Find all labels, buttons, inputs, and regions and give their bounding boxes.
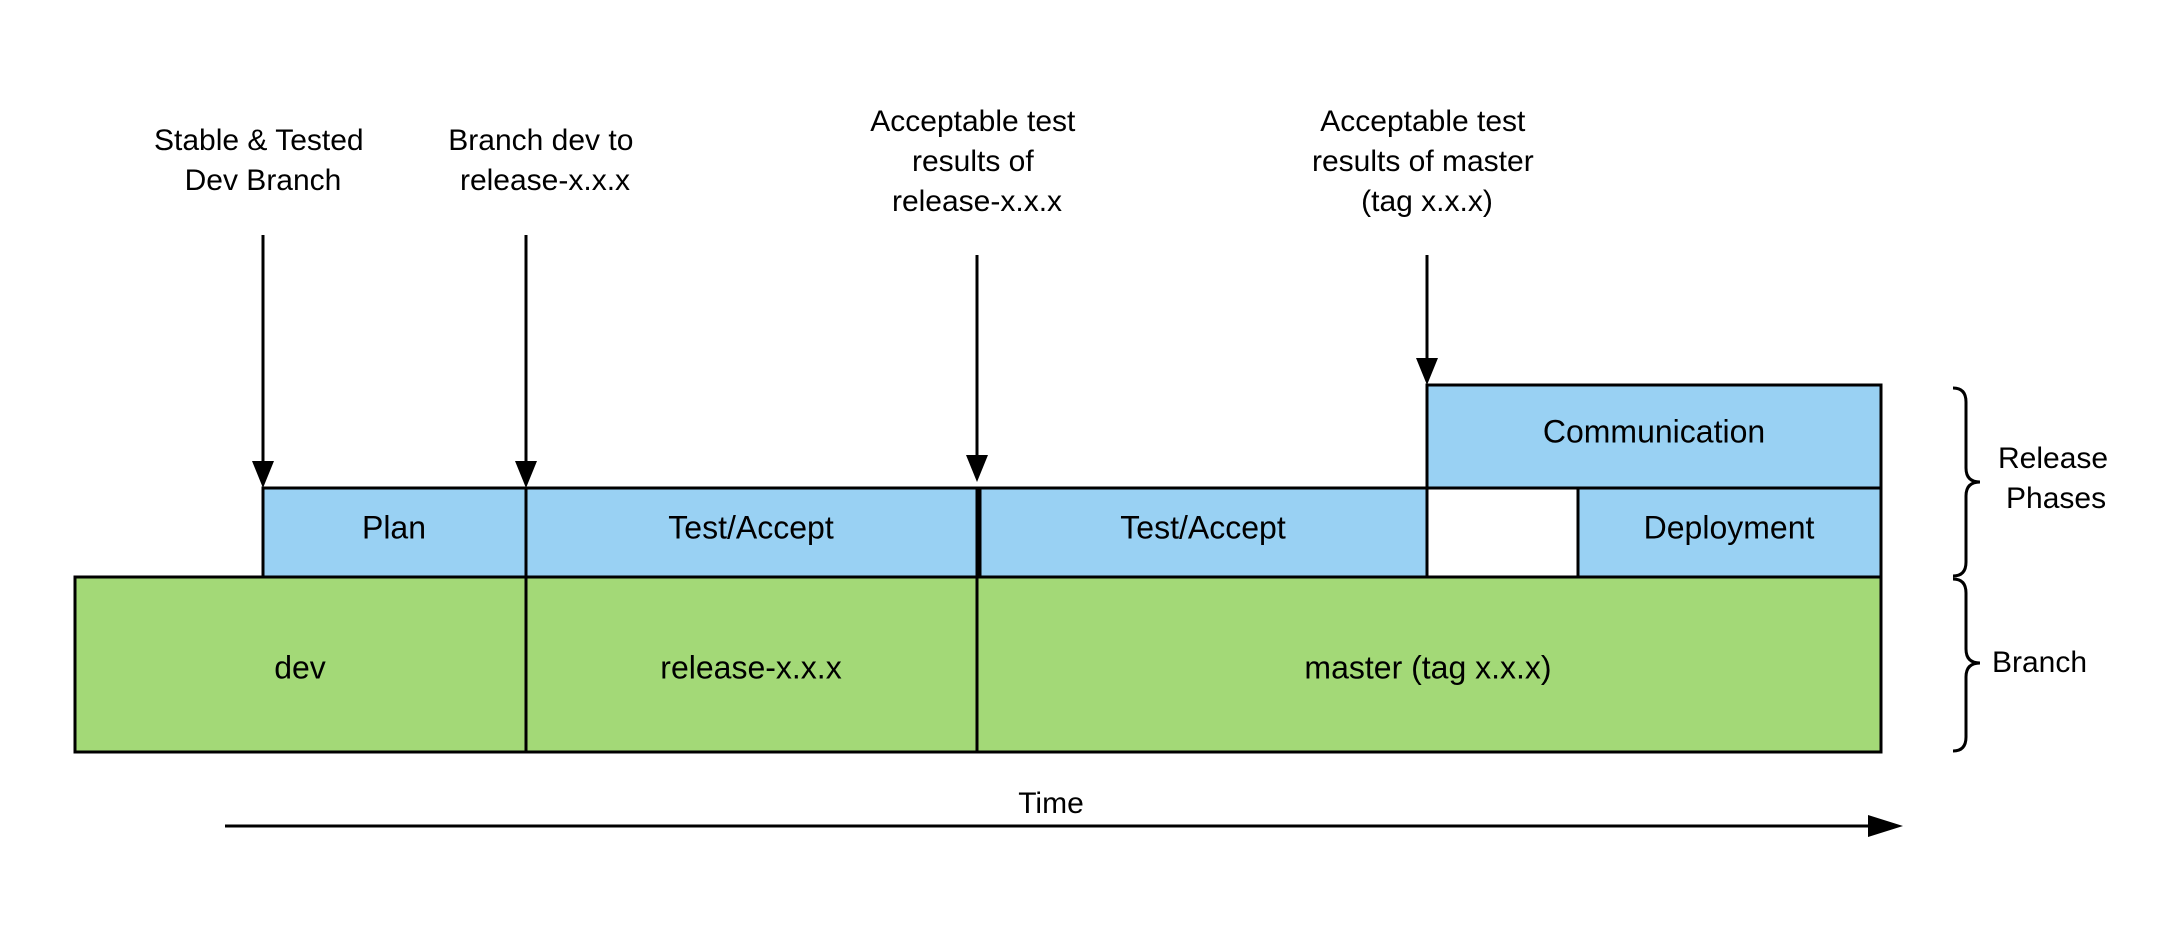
phase-test-accept-master-box [978, 486, 1429, 579]
branch-group-label: Branch [1992, 646, 2087, 679]
group-braces: Release Phases Branch [1952, 386, 2116, 753]
branch-master-label: master (tag x.x.x) [1304, 649, 1551, 685]
milestone-label-line: Stable & Tested [154, 124, 364, 157]
time-axis: Time [225, 787, 1903, 837]
branch-dev-label: dev [274, 649, 326, 685]
arrowhead-icon [252, 461, 274, 488]
milestone-label-4: Acceptable test results of master (tag x… [1312, 105, 1542, 218]
branch-release-box [524, 575, 979, 754]
milestone-label-line: Dev Branch [185, 164, 342, 197]
arrowhead-icon [1416, 358, 1438, 385]
phase-gap-box [1425, 486, 1580, 579]
phase-test-accept-master-label: Test/Accept [1120, 509, 1286, 545]
milestone-label-line: Acceptable test [1320, 105, 1526, 138]
milestone-label-line: release-x.x.x [460, 164, 630, 197]
release-phases-label-line: Phases [2006, 482, 2106, 515]
phase-deployment-box [1576, 486, 1883, 579]
arrowhead-icon [966, 455, 988, 482]
arrowhead-icon [515, 461, 537, 488]
branch-dev-box [73, 575, 528, 754]
phase-plan-label: Plan [362, 509, 426, 545]
time-arrowhead-icon [1868, 815, 1903, 837]
branch-release-label: release-x.x.x [660, 649, 841, 685]
release-phases-brace-icon [1952, 386, 1981, 578]
milestone-label-line: Branch dev to [448, 124, 633, 157]
milestone-label-line: results of master [1312, 145, 1534, 178]
milestone-label-3: Acceptable test results of release-x.x.x [870, 105, 1083, 218]
milestone-label-line: (tag x.x.x) [1361, 185, 1493, 218]
milestone-arrows [252, 235, 1438, 488]
time-label: Time [1018, 787, 1084, 820]
phase-test-accept-release-box [524, 486, 979, 579]
milestone-label-line: Acceptable test [870, 105, 1076, 138]
branch-brace-icon [1952, 577, 1981, 753]
milestone-label-2: Branch dev to release-x.x.x [448, 124, 641, 197]
release-phases-label: Release Phases [1998, 442, 2116, 515]
milestone-labels: Stable & Tested Dev Branch Branch dev to… [154, 105, 1542, 218]
milestone-label-1: Stable & Tested Dev Branch [154, 124, 372, 197]
phase-deployment-label: Deployment [1644, 509, 1815, 545]
milestone-label-line: results of [912, 145, 1034, 178]
branch-row: dev release-x.x.x master (tag x.x.x) [73, 575, 1883, 754]
phase-row: Plan Test/Accept Test/Accept Communicati… [261, 383, 1883, 579]
phase-test-accept-release-label: Test/Accept [668, 509, 834, 545]
milestone-label-line: release-x.x.x [892, 185, 1062, 218]
release-phases-label-line: Release [1998, 442, 2108, 475]
phase-communication-label: Communication [1543, 413, 1765, 449]
